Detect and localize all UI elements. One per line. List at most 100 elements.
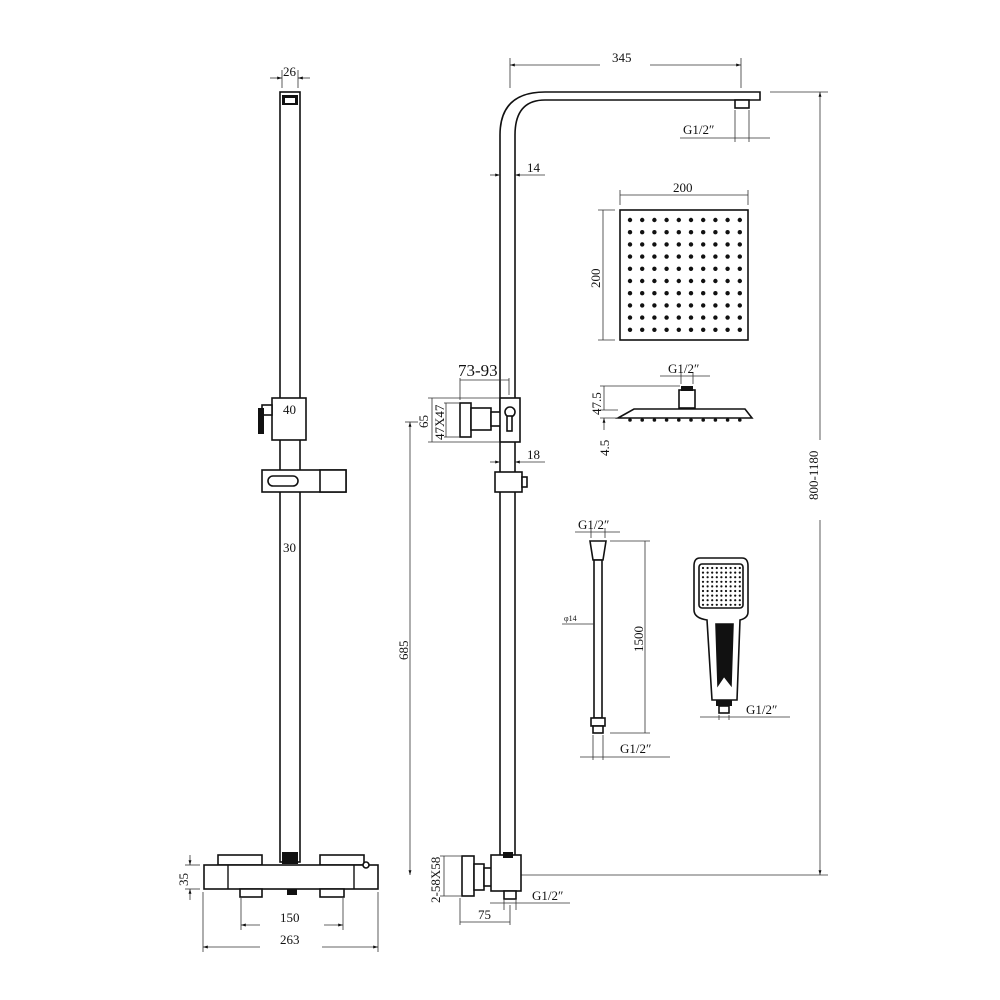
nozzle-dot: [640, 254, 645, 259]
nozzle-dot: [628, 418, 632, 422]
nozzle-dot: [706, 585, 709, 588]
dim-head-depth: 200: [588, 269, 603, 289]
nozzle-dot: [701, 603, 705, 606]
dim-hose-bottom: G1/2″: [620, 741, 651, 756]
nozzle-dot: [711, 580, 714, 583]
nozzle-dot: [706, 594, 709, 597]
nozzle-dot: [652, 266, 657, 271]
nozzle-dot: [738, 580, 741, 583]
nozzle-dot: [734, 589, 737, 593]
nozzle-dot: [664, 217, 669, 223]
nozzle-dot: [676, 315, 681, 320]
nozzle-dot: [652, 217, 657, 223]
nozzle-dot: [734, 580, 737, 583]
nozzle-dot: [729, 589, 732, 593]
nozzle-dot: [729, 594, 732, 597]
nozzle-dot: [715, 594, 718, 597]
nozzle-dot: [738, 594, 741, 597]
nozzle-dot: [701, 327, 706, 332]
dim-bracket-plate: 47X47: [432, 404, 447, 440]
dim-holder: 40: [283, 402, 296, 417]
nozzle-dot: [701, 230, 706, 235]
nozzle-dot: [737, 254, 742, 259]
nozzle-dot: [724, 585, 728, 588]
nozzle-dot: [737, 315, 742, 320]
column-pipe: [499, 91, 761, 861]
nozzle-dot: [720, 603, 723, 606]
holder-knob: [258, 408, 264, 434]
nozzle-dot: [713, 230, 718, 235]
nozzle-dot: [715, 580, 718, 583]
shower-head-side: [614, 408, 754, 419]
dim-pipe: 14: [527, 160, 541, 175]
nozzle-dot: [725, 254, 730, 259]
nozzle-dot: [738, 576, 741, 579]
nozzle-dot: [720, 594, 723, 597]
nozzle-dot: [701, 594, 705, 597]
nozzle-dot: [652, 278, 657, 284]
nozzle-dot: [701, 291, 706, 296]
arm-nozzle: [734, 99, 750, 109]
dim-wall-projection: 75: [478, 907, 491, 922]
nozzle-dot: [627, 291, 633, 296]
nozzle-dot: [627, 230, 633, 235]
nozzle-dot: [713, 278, 718, 284]
dim-height-to-bracket: 685: [396, 641, 411, 661]
nozzle-dot: [688, 266, 694, 271]
nozzle-dot: [725, 242, 730, 247]
nozzle-dot: [652, 315, 657, 320]
dim-head-height: 47.5: [589, 392, 604, 415]
mixer-knob-left: [217, 854, 263, 866]
nozzle-dot: [701, 303, 706, 308]
nozzle-dot: [734, 566, 737, 570]
nozzle-dot: [701, 315, 706, 320]
slider: [494, 471, 523, 493]
nozzle-dot: [677, 418, 681, 422]
dim-top-cap: 26: [283, 64, 297, 79]
nozzle-dot: [701, 254, 706, 259]
nozzle-dot: [701, 278, 706, 284]
nozzle-dot: [640, 327, 645, 332]
nozzle-dot: [737, 303, 742, 308]
nozzle-dot: [734, 599, 737, 602]
nozzle-dot: [738, 603, 741, 606]
nozzle-dot: [725, 303, 730, 308]
nozzle-dot: [627, 327, 633, 332]
nozzle-dot: [725, 315, 730, 320]
nozzle-dot: [720, 566, 723, 570]
nozzle-dot: [701, 571, 705, 574]
nozzle-dot: [676, 230, 681, 235]
hand-shower: G1/2″: [693, 557, 790, 720]
nozzle-dot: [706, 580, 709, 583]
hose-body: [593, 559, 603, 719]
nozzle-dot: [627, 315, 633, 320]
nozzle-dot: [715, 571, 718, 574]
nozzle-dot: [688, 230, 694, 235]
nozzle-dot: [664, 254, 669, 259]
nozzle-dot: [711, 585, 714, 588]
nozzle-dot: [724, 571, 728, 574]
nozzle-dot: [729, 566, 732, 570]
nozzle-dot: [706, 599, 709, 602]
nozzle-dot: [652, 254, 657, 259]
nozzle-dot: [729, 576, 732, 579]
nozzle-dot: [713, 242, 718, 247]
dim-slider: 18: [527, 447, 540, 462]
dim-mixer-centers: 150: [280, 910, 300, 925]
nozzle-dot: [734, 585, 737, 588]
nozzle-dot: [688, 217, 694, 223]
nozzle-dot: [701, 242, 706, 247]
dim-wall-plates: 2-58X58: [428, 857, 443, 903]
nozzle-dot: [701, 266, 706, 271]
nozzle-dot: [737, 230, 742, 235]
nozzle-dot: [676, 278, 681, 284]
dim-arm-outlet: G1/2″: [683, 122, 714, 137]
nozzle-dot: [711, 576, 714, 579]
nozzle-dot: [640, 217, 645, 223]
dim-head-connection: G1/2″: [668, 361, 699, 376]
nozzle-dot: [713, 291, 718, 296]
nozzle-dot: [640, 266, 645, 271]
nozzle-dot: [738, 566, 741, 570]
nozzle-dot: [738, 589, 741, 593]
